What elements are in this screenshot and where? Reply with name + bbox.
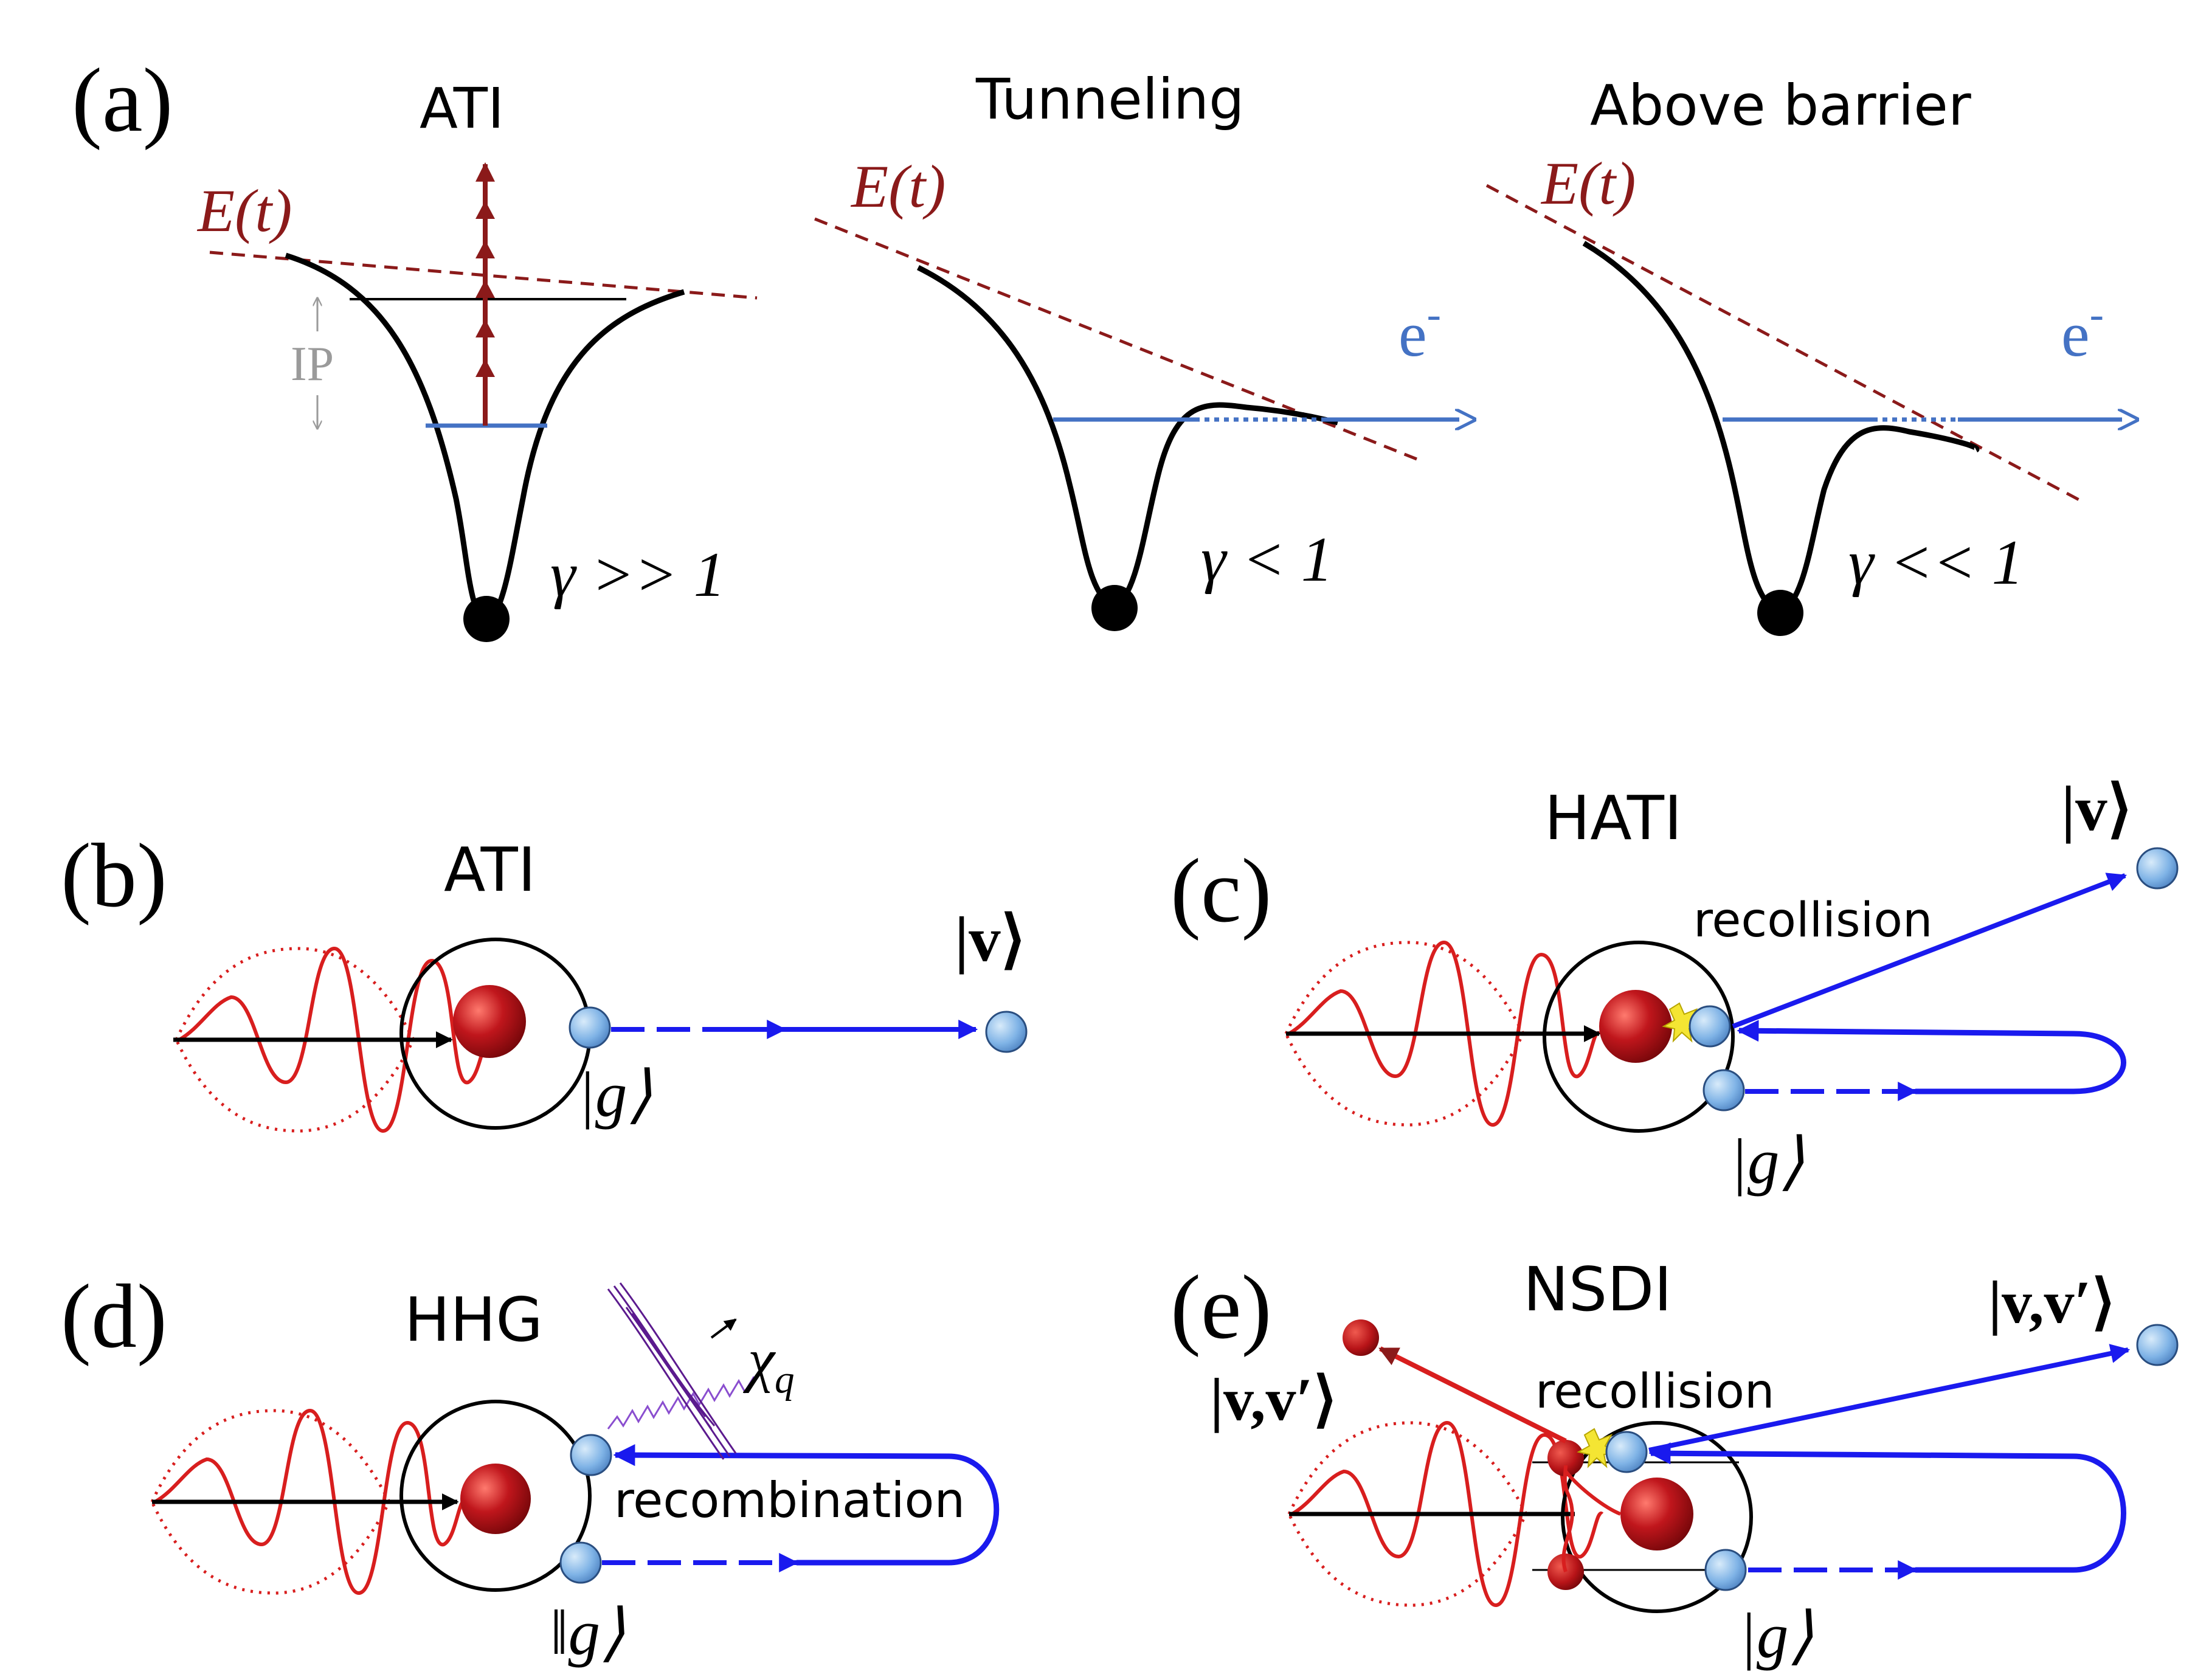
panel-d-chi: χq [742,1326,795,1402]
panel-c-electron-start [1703,1069,1745,1111]
ati-ip-label: IP [291,337,334,391]
tunneling-bound-electron [1091,585,1138,631]
above-barrier-electron-label: e- [2061,291,2104,370]
panel-d-recombination: recombination [614,1472,965,1529]
panel-e-return-loop [1648,1442,2126,1573]
panel-d-photon-arrow [710,1318,737,1339]
panel-b-nucleus [453,985,526,1058]
panel-e-red-electron-upper [1547,1440,1584,1476]
ati-field-label: E(t) [196,177,292,244]
panel-e-ket-vv-left: |v,v′⟩ [1210,1366,1337,1433]
panel-c-recollision: recollision [1693,893,1932,948]
panel-c-electron-recollide [1689,1005,1731,1048]
panel-b: (b) ATI |v⟩ |g⟩ [61,825,1028,1133]
panel-c-ket-v: |v⟩ [2061,773,2132,844]
panel-e-nucleus [1620,1478,1693,1550]
panel-c-nucleus [1599,990,1672,1063]
panel-b-electron-start [569,1006,611,1049]
panel-d-title: HHG [404,1284,543,1355]
panel-d-electron-start [559,1541,602,1584]
above-barrier-field-line [1485,184,2084,503]
panel-c-atom-orbit [1543,941,1735,1133]
panel-d-ket-g: ‖g⟩ [550,1597,625,1668]
panel-d-label: (d) [61,1266,167,1367]
ati-gamma: γ >> 1 [550,539,725,610]
panel-e-red-escape [1378,1346,1567,1443]
ati-title: ATI [420,76,504,141]
panel-d-atom-orbit [399,1400,592,1592]
panel-b-title: ATI [444,834,536,905]
above-barrier-well: Above barrier E(t) e- γ << 1 [1485,73,2122,636]
panel-d-nucleus [460,1464,531,1534]
panel-e-rescatter-path [1648,1344,2131,1453]
ati-photon-ticks [475,201,495,377]
panel-c-title: HATI [1544,783,1682,854]
above-barrier-bound-electron [1757,590,1803,636]
panel-e-ket-vv-right: |v,v′⟩ [1988,1268,2115,1336]
panel-b-laser-wave [178,946,491,1133]
tunneling-electron-label: e- [1398,291,1441,370]
panel-e-label: (e) [1170,1257,1271,1358]
panel-d: (d) HHG χq recombination ‖g⟩ [61,1266,1000,1668]
above-barrier-gamma: γ << 1 [1848,527,2024,598]
panel-a: (a) ATI E(t) IP γ >> 1 Tunne [72,50,2122,642]
panel-e-atom-orbit [1561,1421,1753,1613]
panel-e-red-excite [1564,1470,1622,1516]
panel-c-label: (c) [1170,840,1271,941]
panel-a-label: (a) [72,50,173,151]
tunneling-field-line [814,217,1417,461]
tunneling-field-label: E(t) [850,153,945,220]
above-barrier-title: Above barrier [1590,73,1971,138]
panel-d-electron-recombine [570,1434,612,1476]
panel-d-return-loop [613,1444,1000,1566]
ati-well: ATI E(t) IP γ >> 1 [196,76,758,642]
panel-e: (e) NSDI |v,v′⟩ |v,v′⟩ recollision |g⟩ [1170,1254,2179,1671]
panel-c-rescatter-path [1732,873,2127,1029]
panel-e-recollision: recollision [1535,1364,1774,1419]
panel-e-electron-recollide [1605,1431,1648,1473]
panel-d-photon-wiggle [607,1376,755,1429]
panel-c-ket-g: |g⟩ [1730,1125,1804,1197]
panel-e-ket-g: |g⟩ [1739,1600,1813,1671]
above-barrier-field-label: E(t) [1540,150,1636,217]
ati-bound-electron [463,596,510,642]
panel-e-collision-flash [1577,1428,1618,1468]
panel-b-ket-g: |g⟩ [578,1059,652,1130]
panel-e-electron-free [2136,1324,2179,1366]
panel-c-return-loop [1737,1020,2126,1094]
panel-b-electron-free [985,1011,1028,1053]
tunneling-well: Tunneling E(t) e- γ < 1 [814,67,1459,631]
tunneling-gamma: γ < 1 [1201,524,1333,595]
panel-c: (c) HATI |v⟩ recollision |g⟩ [1170,773,2179,1197]
panel-e-red-path-inner [1561,1465,1574,1572]
panel-e-title: NSDI [1523,1254,1672,1325]
panel-b-label: (b) [61,825,167,926]
panel-b-ket-v: |v⟩ [955,904,1026,975]
tunneling-title: Tunneling [975,67,1245,132]
panel-c-electron-free [2136,847,2179,890]
panel-e-electron-start [1704,1549,1747,1591]
panel-e-red-electron-free [1343,1319,1379,1356]
panel-d-attosecond-pulse [607,1282,737,1460]
